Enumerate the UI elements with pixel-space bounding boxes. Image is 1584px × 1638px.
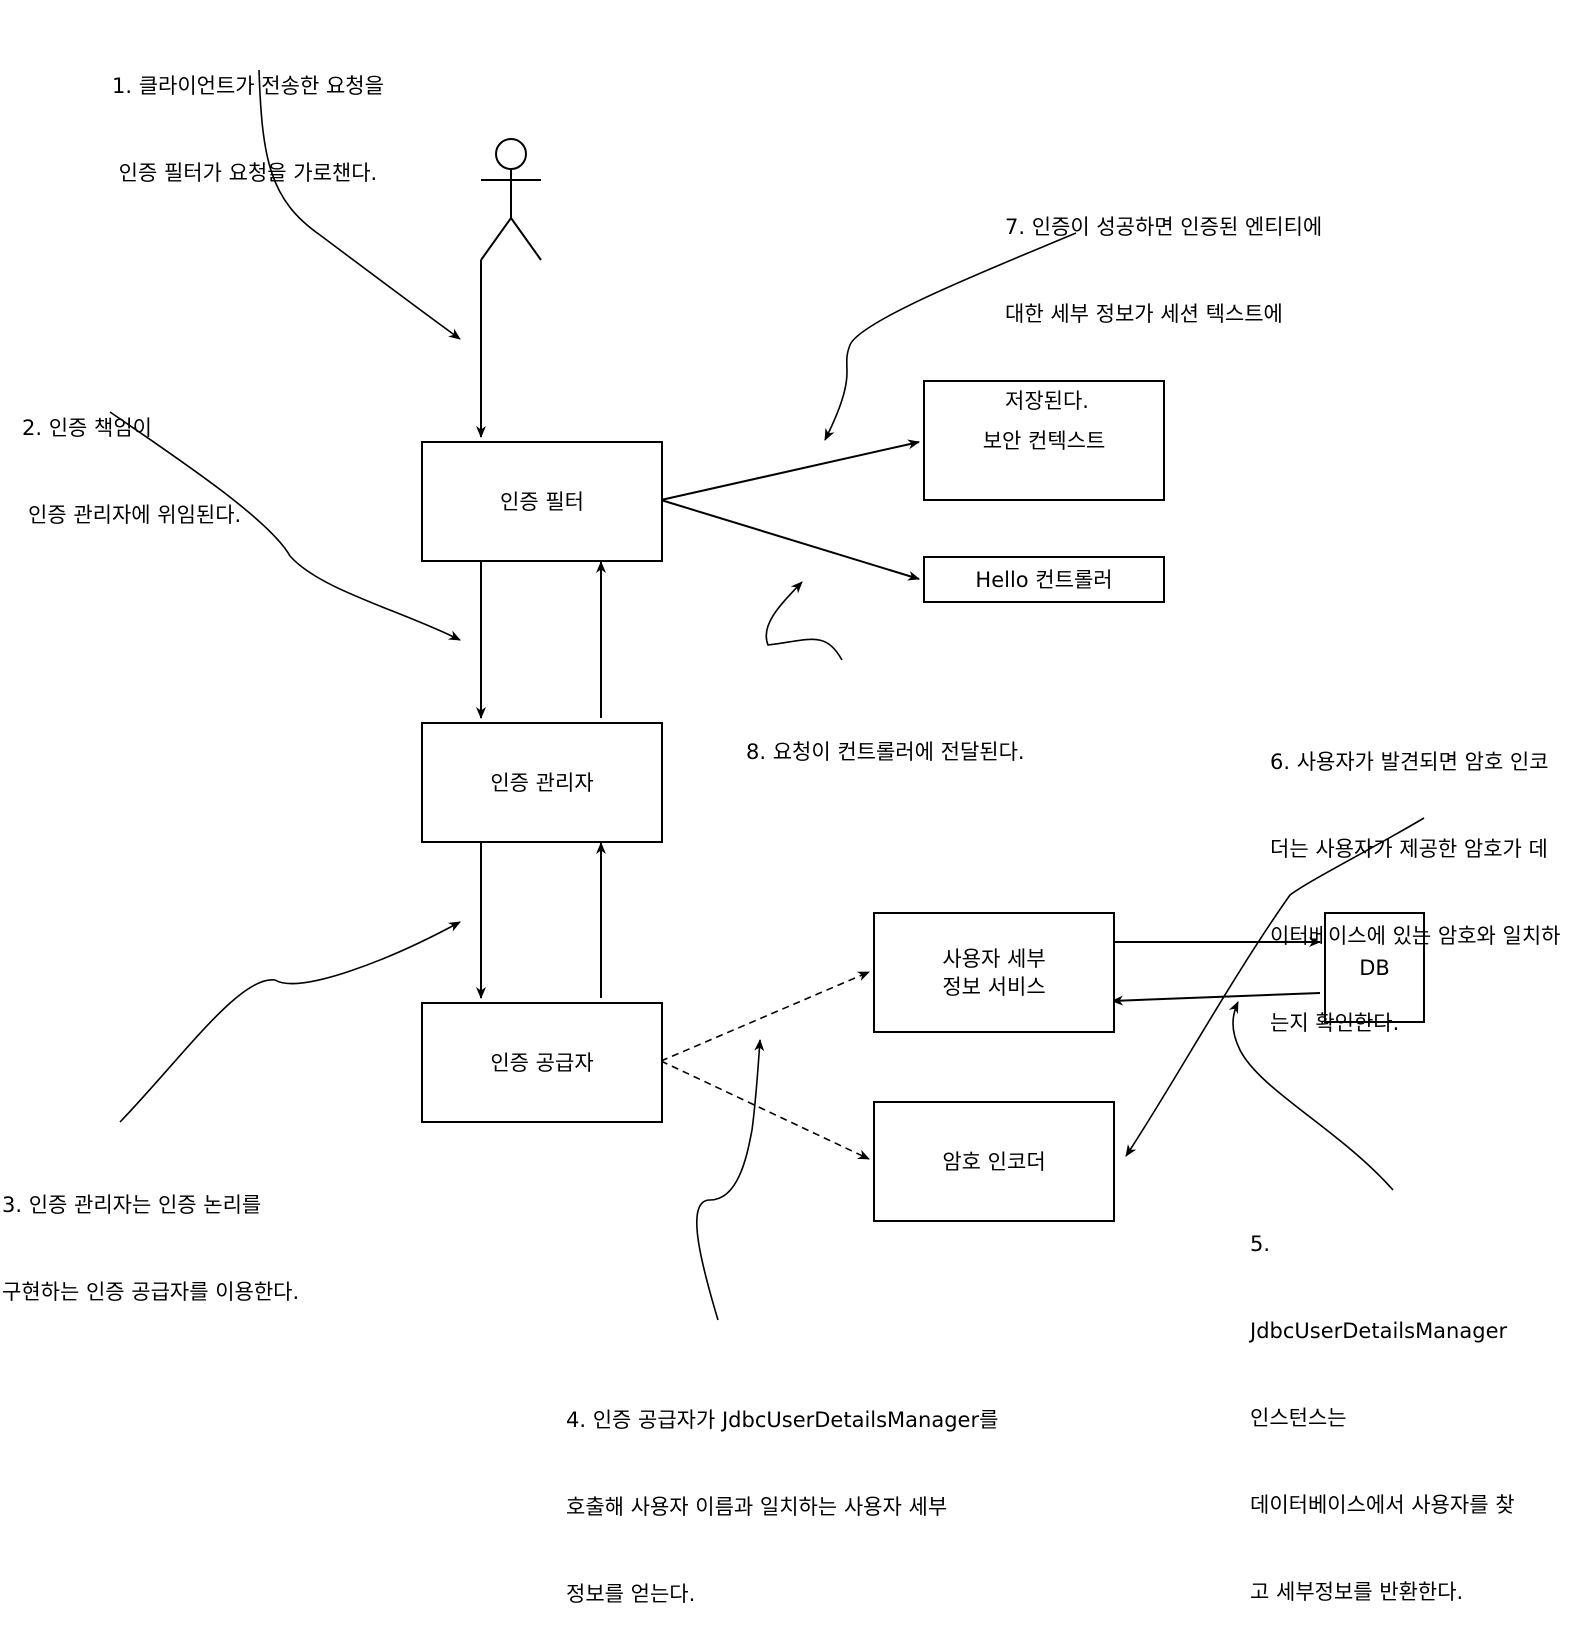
arrow-filter-to-hello-controller	[660, 499, 920, 581]
pointer-step4	[696, 1039, 765, 1321]
auth-provider-label: 인증 공급자	[490, 1050, 594, 1075]
annotation-step2: 2. 인증 책임이 인증 관리자에 위임된다.	[22, 356, 241, 559]
annotation-step5-line1: 5.	[1250, 1232, 1271, 1256]
security-context-label: 보안 컨텍스트	[982, 428, 1106, 453]
annotation-step2-line1: 2. 인증 책임이	[22, 416, 152, 440]
annotation-step5-line5: 고 세부정보를 반환한다.	[1250, 1580, 1464, 1604]
arrow-db-to-service	[1111, 992, 1321, 1006]
annotation-step5: 5. JdbcUserDetailsManager 인스턴스는 데이터베이스에서…	[1250, 1172, 1515, 1636]
user-details-service-label-line1: 사용자 세부	[942, 946, 1046, 971]
annotation-step3-line1: 3. 인증 관리자는 인증 논리를	[2, 1193, 262, 1217]
annotation-step7-line1: 7. 인증이 성공하면 인증된 엔티티에	[1005, 215, 1323, 239]
annotation-step1: 1. 클라이언트가 전송한 요청을 인증 필터가 요청을 가로챈다.	[112, 14, 384, 217]
db-box: DB	[1324, 912, 1425, 1023]
annotation-step8: 8. 요청이 컨트롤러에 전달된다.	[746, 680, 1025, 796]
auth-filter-label: 인증 필터	[500, 489, 584, 514]
arrow-filter-to-security-context	[660, 439, 920, 501]
auth-manager-box: 인증 관리자	[421, 722, 663, 843]
annotation-step3-line2: 구현하는 인증 공급자를 이용한다.	[2, 1280, 300, 1304]
user-details-service-label-line2: 정보 서비스	[942, 974, 1046, 999]
pointer-step7	[824, 232, 1077, 441]
annotation-step4-line3: 정보를 얻는다.	[566, 1582, 696, 1606]
annotation-step6: 6. 사용자가 발견되면 암호 인코 더는 사용자가 제공한 암호가 데 이터베…	[1270, 690, 1561, 1067]
annotation-step4-line1: 4. 인증 공급자가 JdbcUserDetailsManager를	[566, 1408, 999, 1432]
annotation-step1-line2: 인증 필터가 요청을 가로챈다.	[118, 161, 378, 185]
annotation-step6-line2: 더는 사용자가 제공한 암호가 데	[1270, 837, 1548, 861]
diagram-connectors	[109, 69, 1425, 1321]
password-encoder-label: 암호 인코더	[942, 1149, 1046, 1174]
annotation-step7-line2: 대한 세부 정보가 세션 텍스트에	[1005, 302, 1283, 326]
pointer-step1	[258, 69, 461, 340]
hello-controller-label: Hello 컨트롤러	[975, 567, 1113, 592]
user-details-service-box: 사용자 세부 정보 서비스	[873, 912, 1115, 1033]
auth-filter-box: 인증 필터	[421, 441, 663, 562]
dashed-arrow-provider-to-user-details-service	[660, 971, 870, 1062]
annotation-step4-line2: 호출해 사용자 이름과 일치하는 사용자 세부	[566, 1495, 948, 1519]
annotation-step8-text: 8. 요청이 컨트롤러에 전달된다.	[746, 740, 1025, 764]
annotation-step5-line4: 데이터베이스에서 사용자를 찾	[1250, 1493, 1515, 1517]
annotation-step7: 7. 인증이 성공하면 인증된 엔티티에 대한 세부 정보가 세션 텍스트에 저…	[1005, 155, 1322, 445]
annotation-step4: 4. 인증 공급자가 JdbcUserDetailsManager를 호출해 사…	[566, 1348, 998, 1638]
pointer-step5	[1228, 1001, 1394, 1191]
pointer-step2	[109, 411, 461, 641]
annotation-step5-line2: JdbcUserDetailsManager	[1250, 1319, 1508, 1343]
annotation-step6-line4: 는지 확인한다.	[1270, 1011, 1400, 1035]
annotation-step2-line2: 인증 관리자에 위임된다.	[28, 503, 242, 527]
pointer-step6	[1125, 817, 1425, 1157]
auth-provider-box: 인증 공급자	[421, 1002, 663, 1123]
security-context-box: 보안 컨텍스트	[923, 380, 1165, 501]
password-encoder-box: 암호 인코더	[873, 1101, 1115, 1222]
annotation-step6-line1: 6. 사용자가 발견되면 암호 인코	[1270, 750, 1549, 774]
auth-manager-label: 인증 관리자	[490, 770, 594, 795]
client-actor-icon	[480, 138, 542, 261]
annotation-step6-line3: 이터베이스에 있는 암호와 일치하	[1270, 924, 1561, 948]
db-label: DB	[1359, 955, 1390, 980]
annotation-step1-line1: 1. 클라이언트가 전송한 요청을	[112, 74, 384, 98]
pointer-step3	[119, 921, 461, 1123]
hello-controller-box: Hello 컨트롤러	[923, 556, 1165, 603]
annotation-step3: 3. 인증 관리자는 인증 논리를 구현하는 인증 공급자를 이용한다.	[2, 1133, 299, 1336]
annotation-step5-line3: 인스턴스는	[1250, 1406, 1347, 1430]
annotation-step7-line3: 저장된다.	[1005, 389, 1089, 413]
pointer-step8	[765, 581, 843, 661]
dashed-arrow-provider-to-password-encoder	[660, 1060, 870, 1160]
